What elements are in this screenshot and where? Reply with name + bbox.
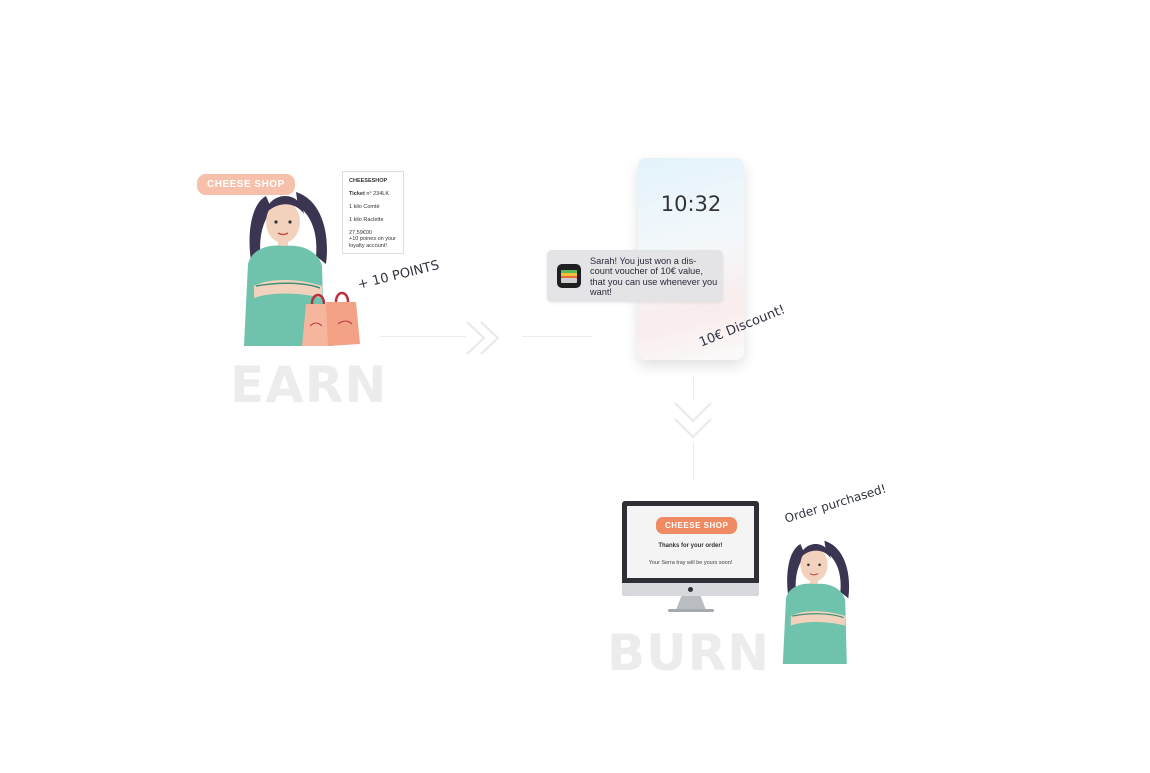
- burn-label: BURN: [607, 624, 771, 682]
- points-tag: + 10 POINTS: [356, 258, 441, 293]
- receipt-ticket-label: Ticket: [349, 190, 365, 197]
- shopper-burn-illustration: [782, 540, 850, 664]
- monitor-chin: [622, 583, 759, 596]
- cheese-shop-badge: CHEESE SHOP: [197, 174, 295, 195]
- monitor-logo-dot: [688, 587, 693, 592]
- monitor-stand: [676, 596, 706, 610]
- receipt-ticket: Ticket n° 234LK: [349, 191, 397, 198]
- wallet-notification[interactable]: Sarah! You just won a dis-count voucher …: [547, 250, 723, 302]
- order-tag: Order purchased!: [782, 481, 888, 526]
- connector-line: [380, 336, 466, 337]
- screen-title: Thanks for your order!: [658, 543, 723, 549]
- receipt: CHEESESHOP Ticket n° 234LK 1 kilo Comté …: [342, 171, 404, 254]
- receipt-item-2: 1 kilo Raclette: [349, 216, 384, 223]
- phone-clock: 10:32: [660, 192, 722, 216]
- double-chevron-right-icon: [466, 321, 500, 355]
- earn-label: EARN: [230, 356, 388, 414]
- receipt-note: +10 poines on your loyalty account!: [349, 236, 396, 250]
- shopping-bags-icon: [302, 291, 360, 346]
- connector-line: [693, 376, 694, 400]
- connector-line: [693, 442, 694, 480]
- notification-text: Sarah! You just won a dis-count voucher …: [590, 256, 718, 297]
- receipt-shop: CHEESESHOP: [349, 178, 388, 184]
- wallet-app-icon: [557, 264, 581, 288]
- receipt-total: 27,59€00: [349, 229, 372, 236]
- receipt-ticket-number: n° 234LK: [366, 190, 390, 197]
- screen-message: Your Serra tray will be yours soon!: [648, 560, 733, 566]
- monitor-screen: CHEESE SHOP Thanks for your order! Your …: [627, 506, 754, 578]
- desktop-monitor: CHEESE SHOP Thanks for your order! Your …: [622, 501, 759, 596]
- connector-line: [522, 336, 592, 337]
- screen-shop-badge: CHEESE SHOP: [656, 517, 738, 534]
- double-chevron-down-icon: [674, 402, 712, 439]
- shopper-earn-illustration: [244, 192, 327, 346]
- monitor-stand-base: [668, 609, 714, 612]
- receipt-item-1: 1 kilo Comté: [349, 203, 380, 210]
